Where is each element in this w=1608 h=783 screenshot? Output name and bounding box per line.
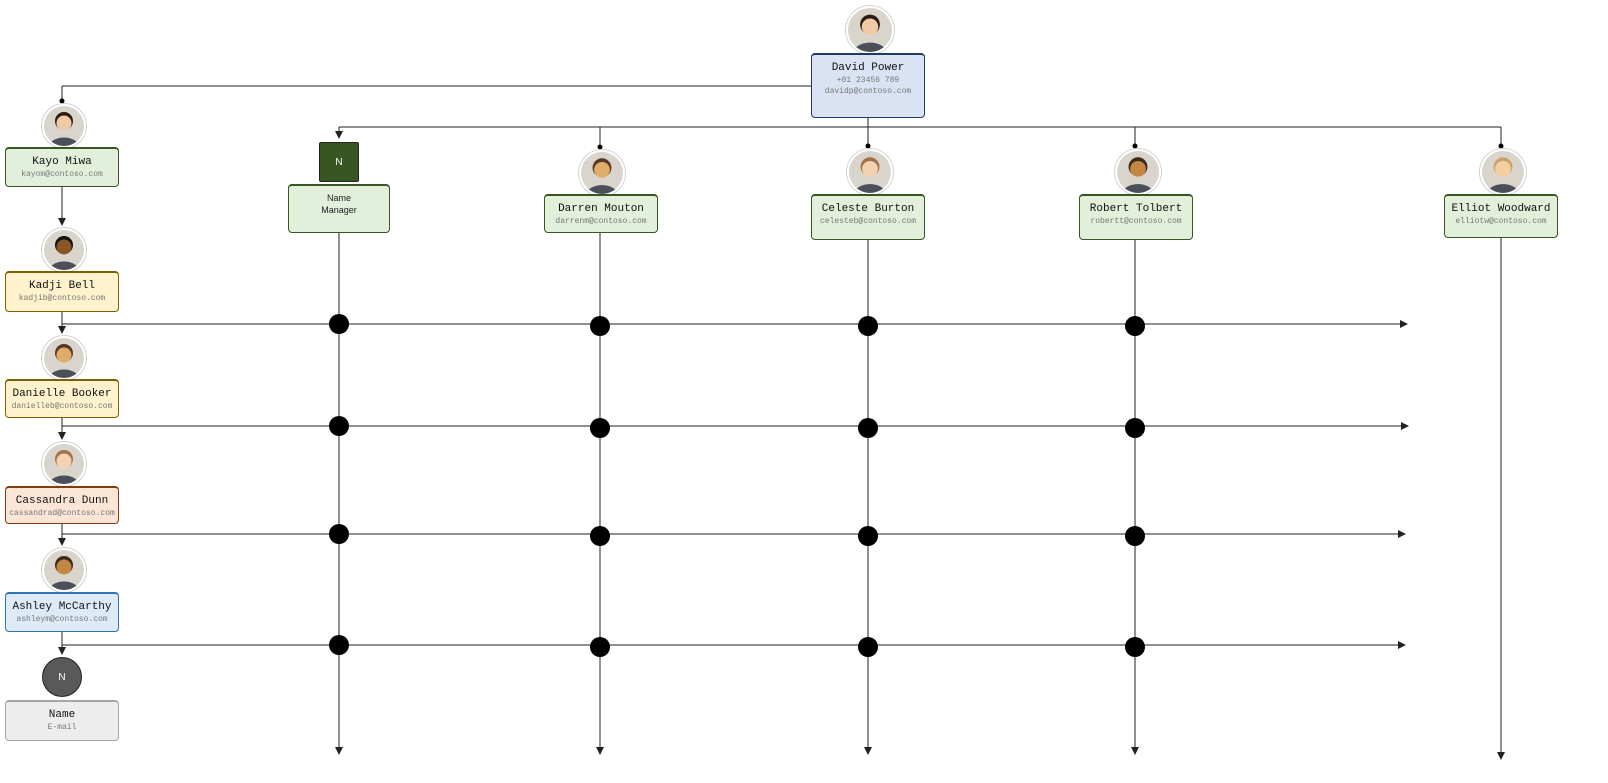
intersection-dot [858, 418, 878, 438]
connector-lines [58, 85, 1505, 760]
person-name: Ashley McCarthy [12, 601, 112, 613]
intersection-dot [590, 637, 610, 657]
side-chain-card[interactable]: Ashley McCarthy ashleym@contoso.com [5, 592, 119, 632]
person-photo-man-icon [42, 228, 86, 272]
manager-join-dot [597, 144, 603, 150]
root-card[interactable]: David Power +01 23456 789 davidp@contoso.c… [811, 53, 925, 118]
intersection-dot [858, 637, 878, 657]
intersection-dot [1125, 637, 1145, 657]
email-address: darrenm@contoso.com [555, 217, 647, 226]
manager-join-dot [865, 143, 871, 149]
person-photo-woman-icon [42, 104, 86, 148]
person-name: Elliot Woodward [1451, 203, 1551, 215]
person-name: Celeste Burton [821, 203, 915, 215]
email-address: davidp@contoso.com [824, 87, 912, 96]
job-title: Manager [321, 205, 357, 215]
person-name: David Power [831, 62, 905, 74]
side-chain-card[interactable]: Kayo Miwa kayom@contoso.com [5, 147, 119, 187]
email-address: cassandrad@contoso.com [9, 509, 115, 518]
person-photo-bearded-man-icon [1115, 149, 1161, 195]
person-name: Darren Mouton [558, 203, 644, 215]
person-name: Kadji Bell [28, 280, 95, 292]
intersection-dot [590, 418, 610, 438]
email-address: elliotw@contoso.com [1455, 217, 1547, 226]
placeholder-circle-icon: N [42, 657, 82, 697]
intersection-dot [329, 416, 349, 436]
side-join-dot [59, 98, 65, 104]
person-name: Kayo Miwa [32, 156, 92, 168]
junction-dots [59, 98, 1504, 657]
intersection-dot [329, 524, 349, 544]
intersection-dot [329, 635, 349, 655]
manager-card[interactable]: Celeste Burton celesteb@contoso.com [811, 194, 925, 240]
intersection-dot [590, 316, 610, 336]
email-address: E-mail [47, 723, 77, 732]
person-name: Name [326, 193, 351, 203]
person-photo-woman-icon [42, 442, 86, 486]
manager-join-dot [1132, 143, 1138, 149]
intersection-dot [590, 526, 610, 546]
person-name: Cassandra Dunn [15, 495, 109, 507]
person-photo-woman-glasses-icon [847, 149, 893, 195]
person-name: Danielle Booker [12, 388, 112, 400]
person-name: Robert Tolbert [1089, 203, 1183, 215]
intersection-dot [858, 316, 878, 336]
side-chain-card[interactable]: Danielle Booker danielleb@contoso.com [5, 379, 119, 418]
person-photo-bald-man-icon [846, 6, 894, 54]
person-photo-man-icon [1480, 149, 1526, 195]
email-address: celesteb@contoso.com [819, 217, 916, 226]
manager-join-dot [1498, 143, 1504, 149]
intersection-dot [1125, 418, 1145, 438]
phone-number: +01 23456 789 [836, 76, 900, 85]
person-photo-woman-icon [42, 336, 86, 380]
manager-card[interactable]: Darren Mouton darrenm@contoso.com [544, 194, 658, 233]
intersection-dot [1125, 316, 1145, 336]
email-address: ashleym@contoso.com [16, 615, 108, 624]
side-chain-card[interactable]: Cassandra Dunn cassandrad@contoso.com [5, 486, 119, 524]
email-address: danielleb@contoso.com [11, 402, 113, 411]
email-address: kayom@contoso.com [21, 170, 103, 179]
side-chain-card[interactable]: Kadji Bell kadjib@contoso.com [5, 271, 119, 312]
intersection-dot [858, 526, 878, 546]
email-address: kadjib@contoso.com [18, 294, 106, 303]
email-address: robertt@contoso.com [1090, 217, 1182, 226]
intersection-dot [1125, 526, 1145, 546]
placeholder-square-icon: N [319, 142, 359, 182]
manager-card[interactable]: Elliot Woodward elliotw@contoso.com [1444, 194, 1558, 238]
person-photo-man-glasses-icon [579, 150, 625, 196]
person-name: Name [48, 709, 76, 721]
person-photo-man-icon [42, 548, 86, 592]
manager-card[interactable]: Robert Tolbert robertt@contoso.com [1079, 194, 1193, 240]
intersection-dot [329, 314, 349, 334]
